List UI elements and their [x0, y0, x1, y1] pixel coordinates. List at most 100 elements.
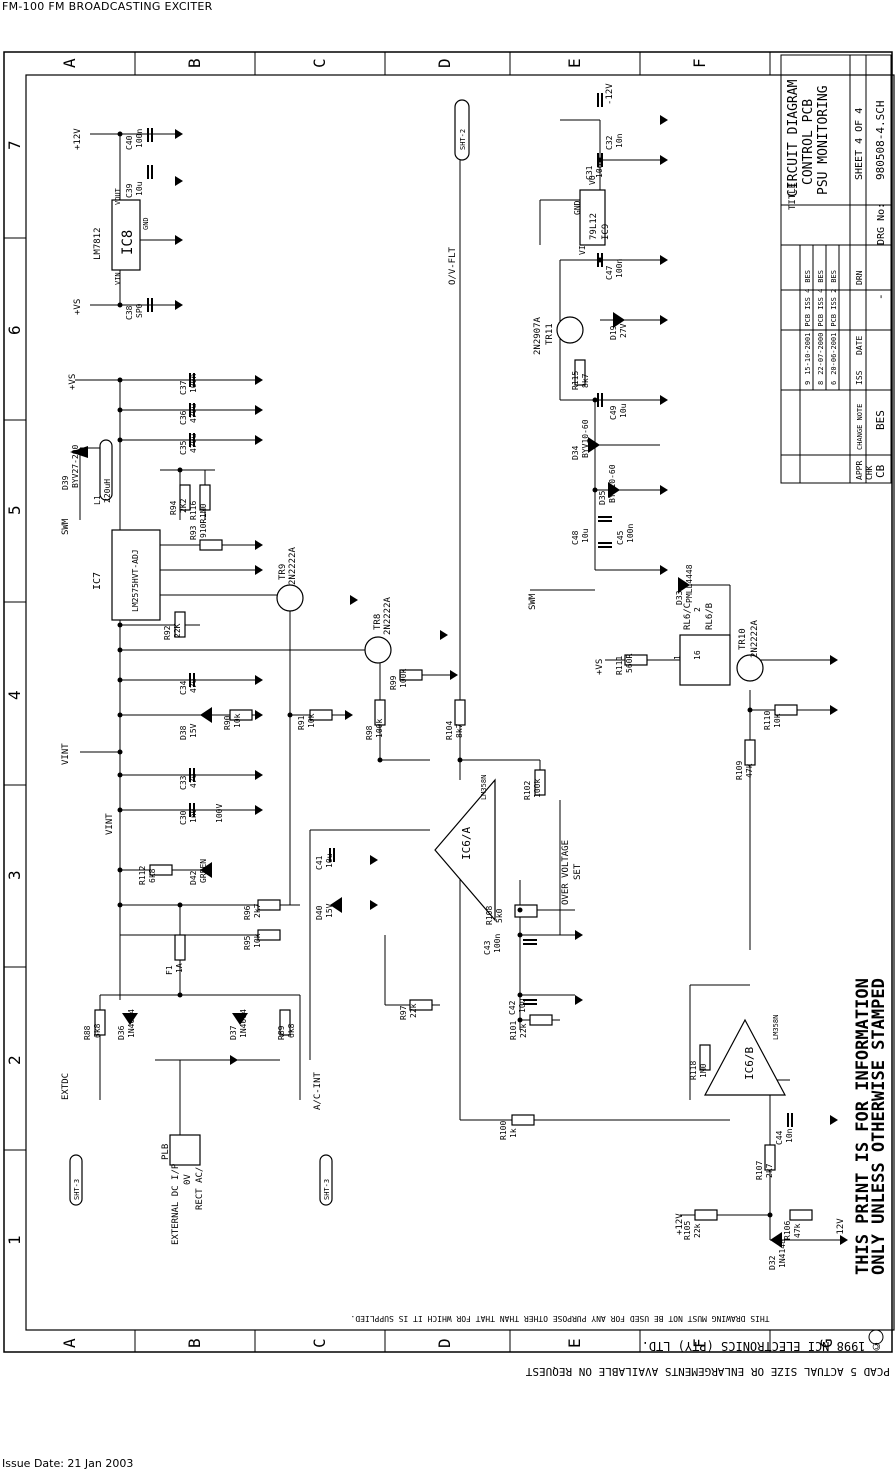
r101-body	[529, 1014, 553, 1026]
title-block-text: TITLE CIRCUIT DIAGRAM CONTROL PCB PSU MO…	[786, 79, 887, 480]
tr9-part: 2N2222A	[288, 546, 298, 585]
plb-label-3: RECT AC/	[195, 1167, 205, 1210]
net-sht2: SHT-2	[459, 129, 467, 150]
r99-ref-label: R99	[389, 675, 398, 690]
r95-value-label: 10k	[253, 933, 262, 948]
c38-ref-label: C38	[125, 305, 134, 320]
c44-ref-label: C44	[775, 1130, 784, 1145]
d36-ref-label: D36	[117, 1025, 126, 1040]
r118-ref-label: R118	[689, 1061, 698, 1080]
title-line-1: CIRCUIT DIAGRAM	[786, 79, 801, 197]
r108-value-label: 5k0	[495, 908, 504, 923]
r105-ref-label: R105	[683, 1221, 692, 1240]
row-number-3: 3	[5, 870, 24, 880]
d32-icon	[770, 1232, 782, 1248]
sheet-number: SHEET 4 OF 4	[854, 108, 865, 180]
net-m12v-top: -12V	[605, 83, 615, 105]
r112-value-label: 6k8	[148, 868, 157, 883]
d38-ref-label: D38	[179, 725, 188, 740]
row-number-1: 1	[5, 1235, 24, 1245]
r110-body	[774, 704, 798, 716]
d33-ref-label: D33	[675, 590, 684, 605]
column-letter-bottom-E: E	[565, 1338, 584, 1348]
d42-icon	[200, 862, 212, 878]
r92-body	[174, 611, 186, 638]
ic9-part: 79L12	[589, 213, 599, 240]
drg-number: 980508-4.SCH	[874, 101, 887, 180]
r118-body	[699, 1044, 711, 1071]
drn-initials: CB	[874, 464, 887, 478]
d33-icon	[678, 577, 690, 593]
ic6b-ref: IC6/B	[743, 1047, 756, 1080]
plb-ref: PLB	[161, 1144, 171, 1160]
d37-ref-label: D37	[229, 1025, 238, 1040]
r88-body	[94, 1009, 106, 1036]
column-letter-bottom-G: G	[817, 1338, 836, 1348]
restriction-line: THIS DRAWING MUST NOT BE USED FOR ANY PU…	[350, 1314, 769, 1323]
component-symbols	[69, 99, 813, 1221]
r93-body	[199, 539, 223, 551]
r108-ref-label: R108	[485, 906, 494, 925]
r89-body	[279, 1009, 291, 1036]
c49-value-label: 10u	[619, 403, 628, 418]
ic7-ref: IC7	[92, 572, 103, 590]
l1-value-label: 220uH	[103, 479, 112, 503]
r98-value-label: 100k	[375, 719, 384, 738]
overvoltage-set-label: SET	[573, 863, 583, 880]
d34-ref-label: D34	[571, 445, 580, 460]
r97-value-label: 22k	[409, 1003, 418, 1018]
c41-value-label: 10u	[325, 853, 334, 868]
tr10-body	[736, 654, 764, 682]
r109-value-label: 47k	[745, 763, 754, 778]
net-swm-right: SWM	[528, 593, 538, 610]
r102-body	[534, 769, 546, 796]
row-number-6: 6	[5, 325, 24, 335]
c32-value-label: 10n	[615, 133, 624, 148]
c41-ref-label: C41	[315, 855, 324, 870]
f1-body	[174, 934, 186, 961]
relay-ref: RL6/C	[683, 603, 693, 630]
c37-ref-label: C37	[179, 380, 188, 395]
c42-value-label: 10u	[518, 998, 527, 1013]
d37-icon	[232, 1013, 248, 1025]
r116-body	[199, 484, 211, 511]
l1-body	[99, 439, 113, 501]
r97-ref-label: R97	[399, 1005, 408, 1020]
c33-ref-label: C33	[179, 775, 188, 790]
ic6a-body	[434, 778, 496, 922]
relay-pin-1: 1	[673, 655, 682, 660]
c35-ref-label: C35	[179, 440, 188, 455]
row-number-5: 5	[5, 505, 24, 515]
r92-value-label: 22K	[173, 623, 182, 638]
column-letter-bottom-D: D	[435, 1338, 454, 1348]
r110-value-label: 10k	[773, 713, 782, 728]
r99-body	[399, 669, 423, 681]
c32-ref-label: C32	[605, 135, 614, 150]
sheet-notes: © 1998 NCI ELECTRONICS (PTY) LTD. THIS D…	[350, 978, 890, 1378]
ic6a-ref: IC6/A	[460, 827, 473, 860]
r100-body	[511, 1114, 535, 1126]
r115-ref-label: R115	[571, 371, 580, 390]
ic9-vo: VO	[588, 175, 597, 185]
r118-value-label: 1M0	[699, 1063, 708, 1078]
change-note-label: CHANGE NOTE	[856, 404, 864, 450]
r91-ref-label: R91	[297, 715, 306, 730]
r102-ref-label: R102	[523, 781, 532, 800]
r98-body	[374, 699, 386, 726]
r106-value-label: 47k	[793, 1223, 802, 1238]
c31-ref-label: C31	[585, 165, 594, 180]
c42-ref-label: C42	[508, 1000, 517, 1015]
column-letter-bottom-C: C	[310, 1338, 329, 1348]
stamp-line-1: THIS PRINT IS FOR INFORMATION	[853, 978, 873, 1275]
c44-value-label: 10n	[785, 1128, 794, 1143]
r115-body	[574, 359, 586, 386]
net-m12v-bottom: -12V	[836, 1218, 846, 1240]
rev-row-3: 620-06-2001PCB ISS 2BES	[830, 270, 838, 385]
tr9-ref: TR9	[278, 564, 288, 580]
r112-ref-label: R112	[138, 866, 147, 885]
outer-frame	[3, 51, 893, 1353]
bes-initials: BES	[874, 410, 887, 430]
c30b-value-label: 100V	[215, 804, 224, 823]
drn-label: DRN	[855, 270, 864, 285]
